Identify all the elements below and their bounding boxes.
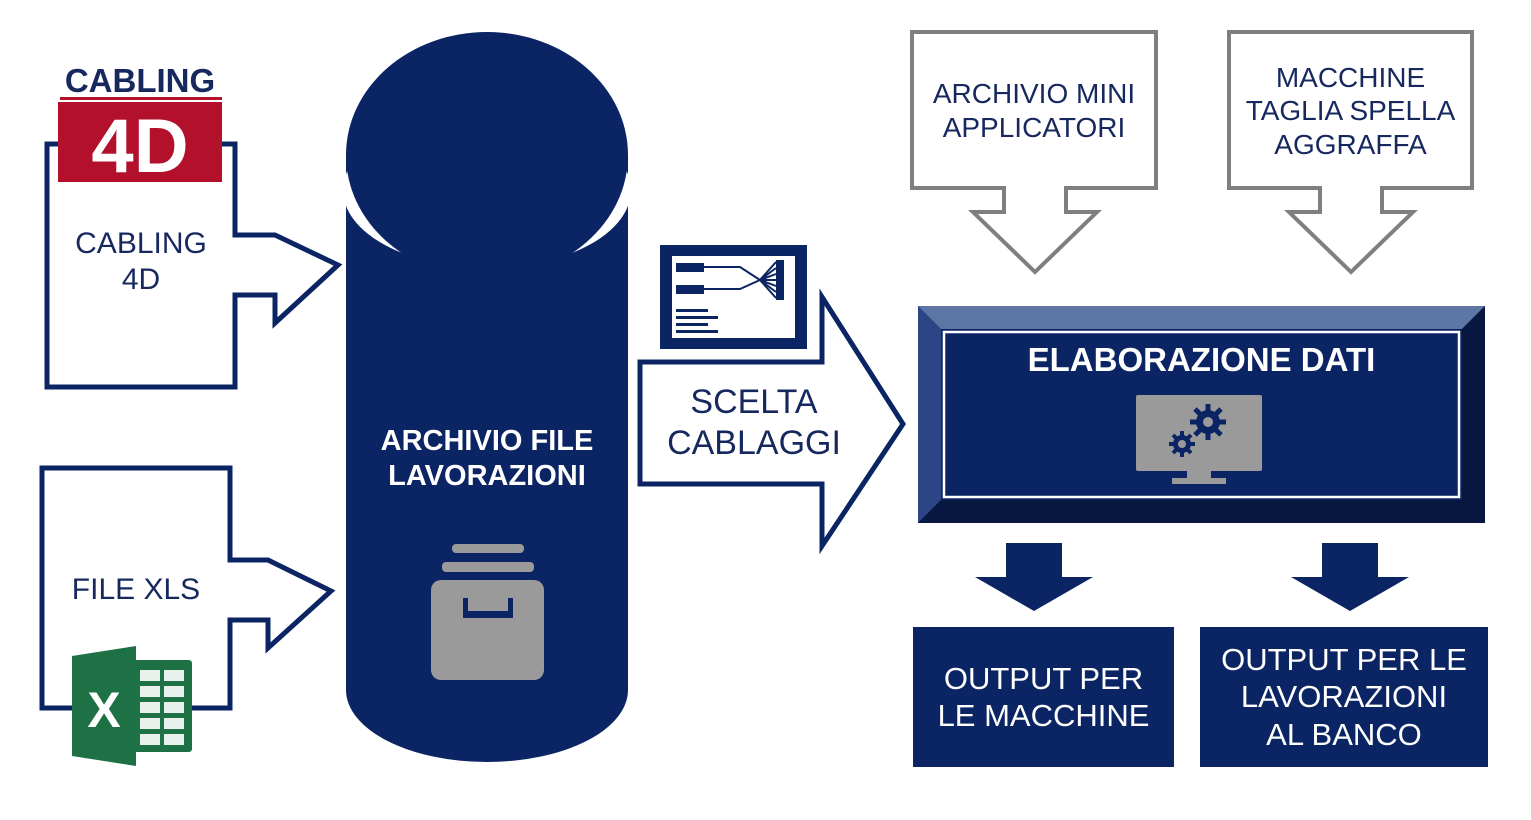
cabling-input-arrow <box>44 141 343 390</box>
wiring-schematic-icon <box>660 245 807 349</box>
cylinder-top <box>346 32 628 278</box>
processing-inner-border <box>942 330 1461 499</box>
archive-label: ARCHIVIO FILE LAVORAZIONI <box>380 425 594 492</box>
logo-badge-text: 4D <box>91 104 188 189</box>
logo-brand-text: CABLING <box>65 62 215 99</box>
bevel-top <box>918 306 1485 329</box>
logo-badge <box>58 102 222 182</box>
selection-label: SCELTA CABLAGGI <box>667 383 841 462</box>
bevel-right <box>1462 306 1485 523</box>
source-box-applicators <box>910 30 1158 275</box>
excel-icon: X <box>72 646 192 766</box>
source-label-applicators: ARCHIVIO MINI APPLICATORI <box>932 78 1136 143</box>
cabling-4d-logo: CABLING 4D <box>58 62 222 189</box>
down-arrow-machines <box>975 543 1093 611</box>
output-label-bench: OUTPUT PER LE LAVORAZIONI AL BANCO <box>1221 642 1467 752</box>
xls-input-label: FILE XLS <box>71 573 201 606</box>
excel-cover <box>72 646 136 766</box>
archive-cylinder <box>343 32 631 762</box>
processing-label: ELABORAZIONE DATI <box>1027 341 1376 379</box>
gear-hub-large <box>1203 417 1213 427</box>
cabling-input-label: CABLING 4D <box>75 227 207 296</box>
bevel-left <box>918 306 941 523</box>
output-label-machines: OUTPUT PER LE MACCHINE <box>937 660 1150 733</box>
bevel-bottom <box>918 500 1485 523</box>
logo-underline <box>60 97 222 100</box>
monitor-stand <box>1172 478 1226 484</box>
source-box-machines <box>1227 30 1474 275</box>
monitor-gears-icon <box>1136 395 1262 484</box>
down-arrow-bench <box>1291 543 1409 611</box>
source-label-machines: MACCHINE TAGLIA SPELLA AGGRAFFA <box>1245 61 1456 160</box>
output-box-machines <box>913 627 1174 767</box>
gear-hub-small <box>1178 440 1186 448</box>
output-box-bench <box>1200 627 1488 767</box>
file-box-icon <box>431 544 544 680</box>
excel-icon-letter: X <box>87 682 120 738</box>
excel-grid <box>140 670 184 745</box>
selection-arrow <box>637 288 906 555</box>
monitor-neck <box>1187 471 1211 479</box>
cylinder-body <box>346 155 628 762</box>
